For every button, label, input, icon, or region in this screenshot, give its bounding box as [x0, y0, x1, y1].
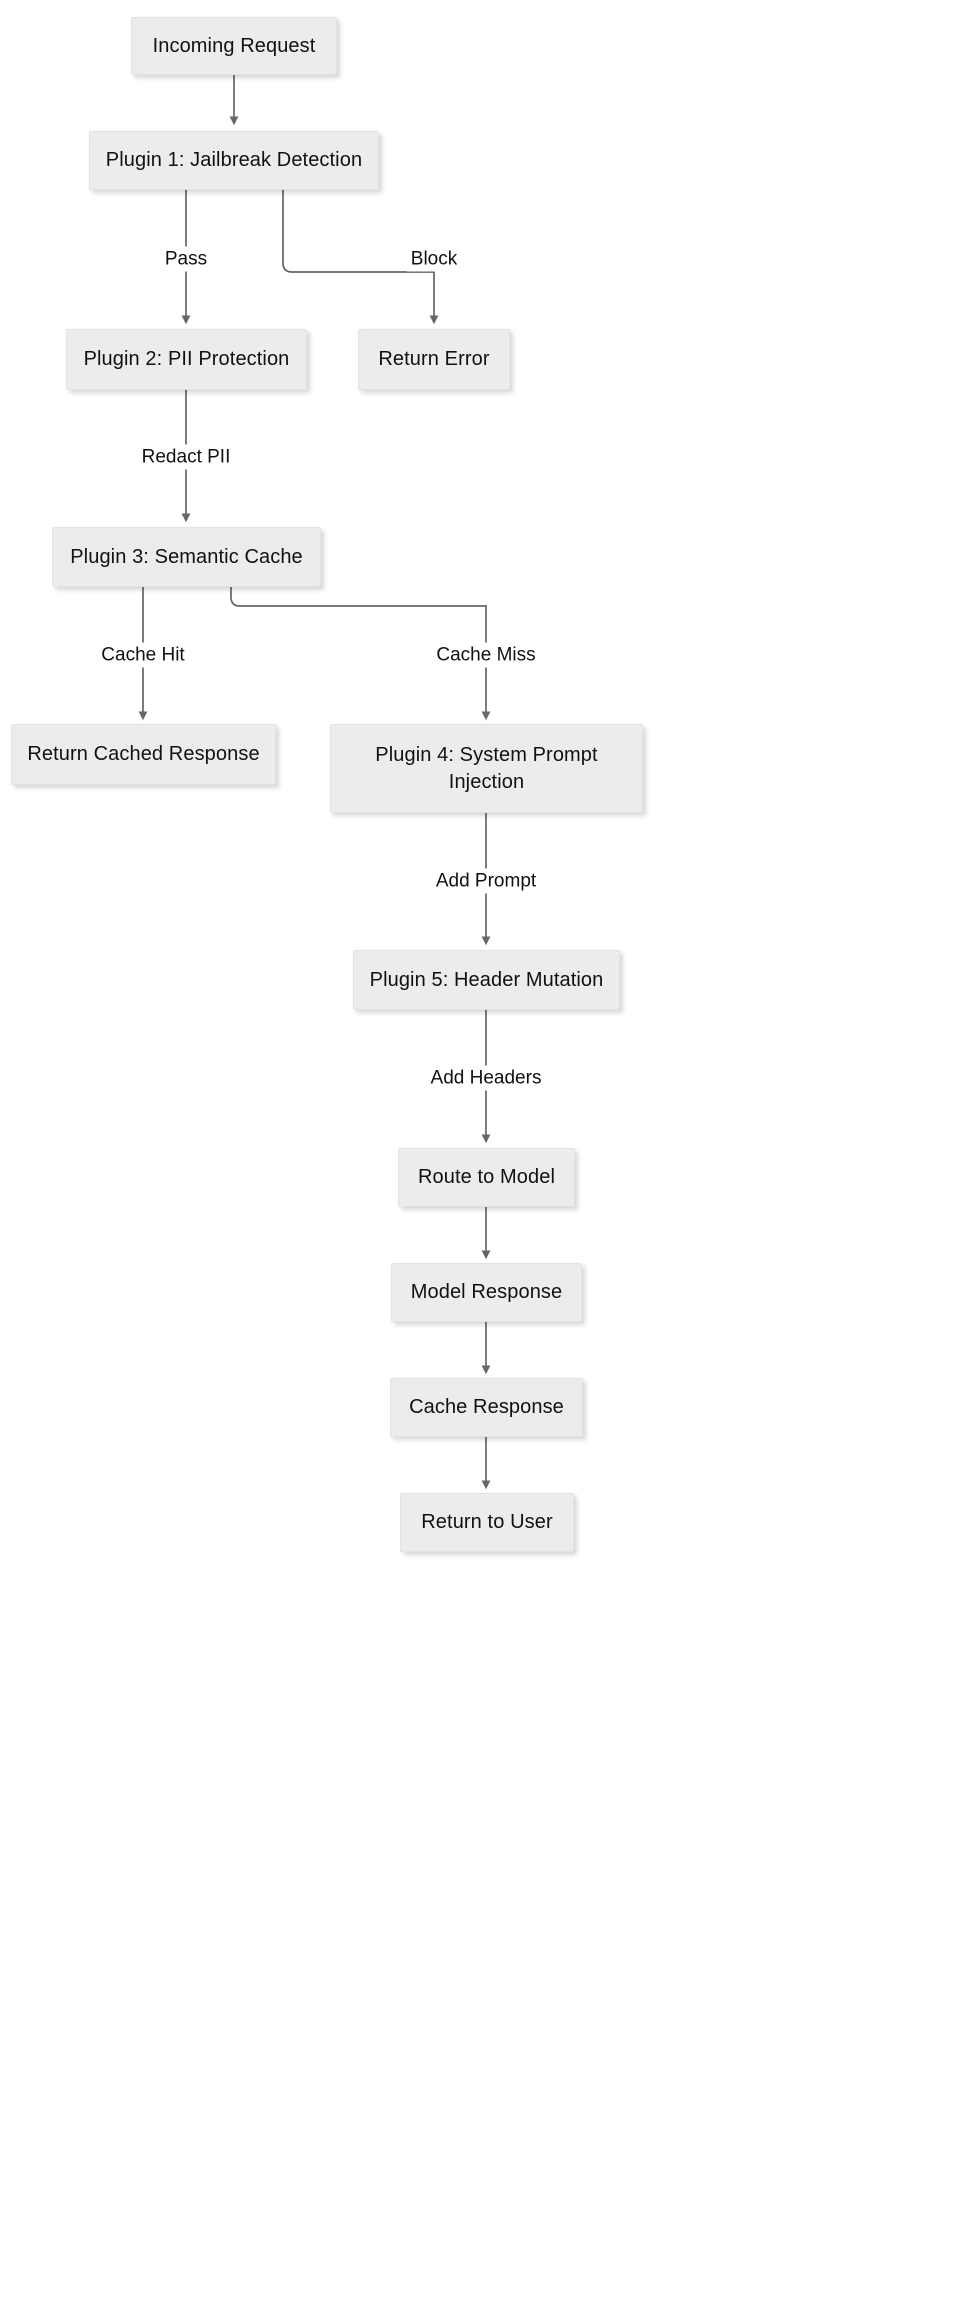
- node-label: Plugin 4: System Prompt Injection: [375, 743, 598, 793]
- edge-label-cache-hit: Cache Hit: [97, 642, 189, 668]
- node-label: Plugin 3: Semantic Cache: [70, 545, 303, 568]
- edge-label-redact-pii: Redact PII: [137, 444, 235, 470]
- edge-label-add-prompt: Add Prompt: [431, 868, 541, 894]
- node-return-to-user[interactable]: Return to User: [400, 1493, 574, 1552]
- node-plugin5-header-mutation[interactable]: Plugin 5: Header Mutation: [353, 950, 620, 1010]
- node-model-response[interactable]: Model Response: [391, 1263, 582, 1322]
- node-return-error[interactable]: Return Error: [358, 329, 510, 390]
- node-label: Plugin 2: PII Protection: [83, 348, 290, 370]
- edge-plugin1-to-return-error-block: [282, 190, 439, 325]
- edge-label-pass: Pass: [160, 246, 212, 272]
- node-label: Model Response: [410, 1281, 563, 1303]
- node-incoming-request[interactable]: Incoming Request: [131, 17, 337, 75]
- edge-plugin3-to-plugin4-cache-miss: [230, 587, 491, 721]
- node-label: Return Error: [378, 348, 490, 370]
- node-route-to-model[interactable]: Route to Model: [398, 1148, 575, 1207]
- node-plugin4-system-prompt-injection[interactable]: Plugin 4: System Prompt Injection: [330, 724, 643, 813]
- node-plugin1-jailbreak-detection[interactable]: Plugin 1: Jailbreak Detection: [89, 131, 379, 190]
- node-label: Plugin 1: Jailbreak Detection: [105, 149, 363, 171]
- node-label: Return to User: [421, 1511, 553, 1533]
- node-label: Plugin 5: Header Mutation: [369, 968, 604, 991]
- node-plugin2-pii-protection[interactable]: Plugin 2: PII Protection: [66, 329, 307, 390]
- node-label: Return Cached Response: [27, 743, 260, 765]
- node-label: Route to Model: [417, 1166, 556, 1188]
- edge-label-cache-miss: Cache Miss: [432, 642, 540, 668]
- edge-label-block: Block: [406, 246, 462, 272]
- node-plugin3-semantic-cache[interactable]: Plugin 3: Semantic Cache: [52, 527, 321, 587]
- node-label: Incoming Request: [152, 34, 316, 57]
- node-cache-response[interactable]: Cache Response: [390, 1378, 583, 1437]
- node-label: Cache Response: [409, 1396, 564, 1418]
- node-return-cached-response[interactable]: Return Cached Response: [11, 724, 276, 785]
- edge-label-add-headers: Add Headers: [426, 1065, 546, 1091]
